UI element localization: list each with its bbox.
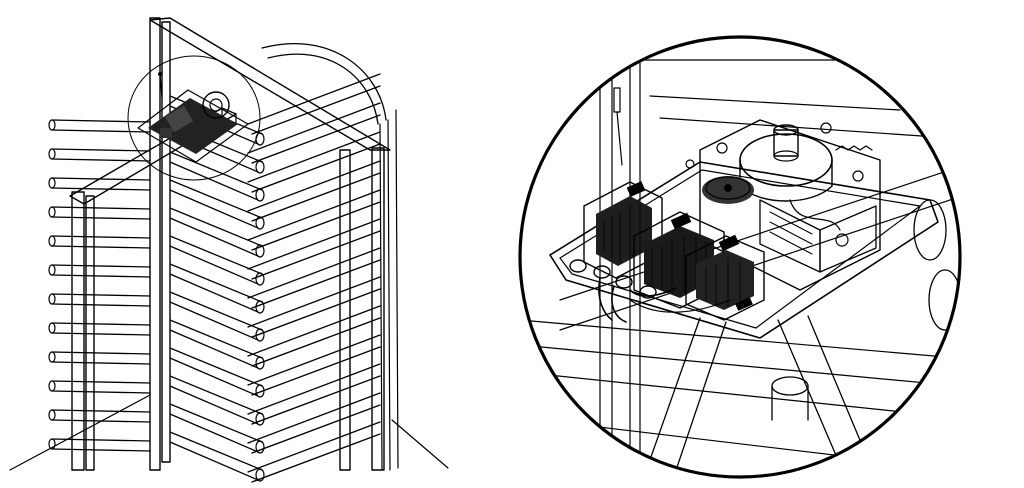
rotor-arms: [169, 95, 265, 482]
right-wing-bar: [247, 421, 381, 483]
left-wing-bar: [48, 409, 151, 423]
left-wing-bar: [48, 119, 151, 133]
rotor-arm: [169, 375, 265, 426]
magnifier-callout-icon: [127, 55, 261, 181]
control-boards: [583, 181, 765, 321]
rotor-arm: [169, 235, 265, 286]
left-wing-bar: [48, 148, 151, 162]
floor-lines: [9, 394, 449, 471]
rotor-arm: [169, 431, 265, 482]
rotor-arm: [169, 291, 265, 342]
left-wing-bar: [48, 177, 151, 191]
left-wing-bar: [48, 351, 151, 365]
curved-cage: [261, 43, 399, 471]
right-wing-bar: [247, 131, 381, 193]
right-wing-bar: [247, 102, 381, 164]
right-wing-bar: [247, 218, 381, 280]
right-wing-bar: [247, 247, 381, 309]
rotor-arm: [169, 179, 265, 230]
magnifier-callout-icon: [518, 35, 962, 479]
right-wing-bar: [247, 392, 381, 454]
drive-unit-small: [137, 72, 249, 163]
rotor-arm: [169, 403, 265, 454]
left-wing-bar: [48, 206, 151, 220]
right-wing-bars: [247, 73, 381, 483]
right-wing-bar: [247, 189, 381, 251]
left-wing-bar: [48, 264, 151, 278]
right-wing-bar: [247, 363, 381, 425]
right-wing-bar: [247, 305, 381, 367]
rotor-arm: [169, 207, 265, 258]
left-wing-bar: [48, 293, 151, 307]
right-wing-bar: [247, 334, 381, 396]
left-wing-bar: [48, 235, 151, 249]
right-wing-bar: [247, 276, 381, 338]
turnstile-overview: [9, 17, 449, 483]
left-wing-bar: [48, 322, 151, 336]
left-wing-bar: [48, 380, 151, 394]
right-wing-bar: [247, 73, 381, 135]
rotor-arm: [169, 263, 265, 314]
gear-mechanism: [685, 119, 881, 291]
rotor-post: [149, 17, 171, 471]
left-wing-bar: [48, 438, 151, 452]
rotor-arm: [169, 319, 265, 370]
left-wing-bars: [48, 119, 151, 452]
cable-glands: [569, 259, 731, 323]
right-wing-bar: [247, 160, 381, 222]
drive-unit-detail: [518, 35, 962, 479]
